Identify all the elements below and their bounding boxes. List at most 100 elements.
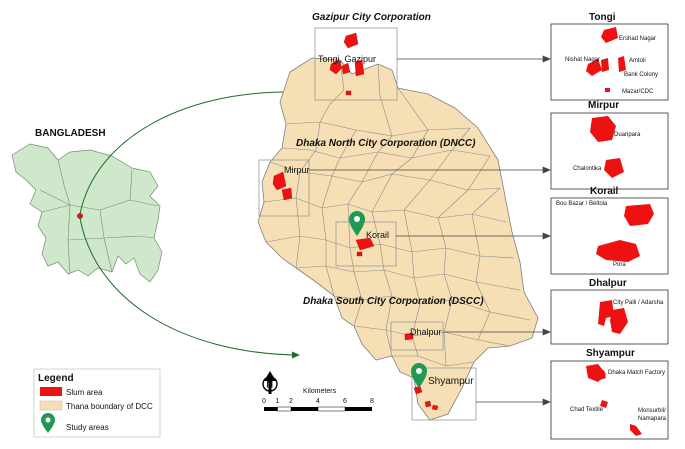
- inset-title-mirpur: Mirpur: [588, 100, 619, 111]
- study-area-pin-icon: [349, 211, 365, 236]
- leader-arrow-korail: [542, 232, 551, 240]
- inset-label: City Palli / Adarsha: [613, 300, 664, 306]
- slum-area: [431, 404, 439, 411]
- inset-label: Namapara: [638, 416, 667, 422]
- scale-tick: 4: [316, 398, 320, 405]
- scale-tick: 6: [343, 398, 347, 405]
- north-label: N: [267, 380, 274, 390]
- inset-label: Duaripara: [614, 132, 641, 138]
- slum-area: [424, 400, 432, 408]
- inset-label: Mazar/CDC: [622, 89, 654, 95]
- focus-box-dhalpur: [390, 321, 444, 351]
- slum-areas-main: [272, 32, 439, 411]
- scale-tick: 0: [262, 398, 266, 405]
- slum-area: [343, 32, 359, 49]
- scale-tick: 2: [289, 398, 293, 405]
- dhaka-city-outline: [257, 57, 539, 421]
- legend-title: Legend: [38, 373, 74, 384]
- slum-area: [600, 400, 608, 408]
- slum-area: [601, 27, 618, 43]
- inset-title-dhalpur: Dhalpur: [589, 278, 627, 289]
- legend-swatch-thana: [39, 400, 63, 411]
- slum-area: [604, 158, 624, 178]
- inset-dhalpur-slums: [598, 300, 628, 334]
- scale-tick: 8: [370, 398, 374, 405]
- dhaka-location-marker: [77, 213, 83, 219]
- place-label-shyampur: Shyampur: [428, 376, 474, 387]
- slum-area: [605, 88, 610, 92]
- inset-label: Amtoli: [629, 58, 646, 64]
- thana-boundaries: [263, 59, 531, 367]
- arrow-to-north: [79, 91, 289, 215]
- bangladesh-outline: [11, 143, 163, 283]
- leader-arrow-dhalpur: [542, 328, 551, 336]
- slum-area: [624, 204, 654, 226]
- slum-area: [610, 308, 628, 334]
- scale-segment: [277, 406, 292, 412]
- study-area-pin-icon: [41, 413, 55, 433]
- scale-segment: [345, 407, 372, 411]
- north-arrow-icon: [264, 371, 276, 381]
- slum-area: [272, 171, 287, 191]
- scale-bar: Kilometers 0 1 2 4 6 8: [262, 388, 374, 412]
- slum-area: [345, 90, 352, 96]
- study-area-pins: [349, 211, 427, 388]
- legend: Legend Slum area Thana boundary of DCC S…: [33, 368, 161, 438]
- gazipur-title: Gazipur City Corporation: [312, 12, 431, 23]
- slum-area: [404, 332, 414, 341]
- slum-area: [356, 251, 363, 257]
- scale-tick: 1: [276, 398, 280, 405]
- scale-title: Kilometers: [303, 388, 337, 395]
- leader-arrow-mirpur: [542, 166, 551, 174]
- dncc-title: Dhaka North City Corporation (DNCC): [296, 138, 476, 149]
- inset-tongi-slums: [586, 27, 626, 92]
- inset-label: Chalontika: [573, 166, 602, 172]
- inset-label: Monsurbil/: [638, 408, 666, 414]
- pin-dot: [416, 368, 422, 374]
- slum-area: [341, 62, 351, 75]
- inset-title-korail: Korail: [590, 186, 619, 197]
- inset-label: Ershad Nagar: [619, 36, 656, 42]
- pin-dot: [45, 417, 51, 423]
- north-arrow-stem: [268, 380, 272, 394]
- arrow-head-south: [292, 351, 300, 359]
- arrow-to-south: [79, 217, 295, 356]
- slum-area: [413, 385, 423, 395]
- bangladesh-division-lines: [39, 159, 159, 275]
- north-arrow: N: [262, 371, 278, 394]
- slum-area: [601, 58, 609, 72]
- legend-label-thana: Thana boundary of DCC: [66, 402, 153, 411]
- country-label: BANGLADESH: [35, 128, 106, 139]
- slum-area: [630, 424, 642, 436]
- study-area-pin-icon: [411, 363, 427, 388]
- slum-area: [281, 187, 293, 201]
- north-arrow-ring: [262, 376, 278, 392]
- legend-swatch-slum: [40, 387, 62, 396]
- scale-segment: [291, 407, 318, 411]
- scale-segment: [317, 406, 346, 412]
- inset-shyampur: [550, 360, 669, 440]
- slum-area: [596, 240, 640, 262]
- inset-label: Dhaka Match Factory: [608, 370, 665, 376]
- legend-label-study: Study areas: [66, 423, 109, 432]
- slum-area: [586, 59, 602, 76]
- inset-label: Nishat Nagar: [565, 57, 600, 63]
- pin-dot: [354, 216, 360, 222]
- place-label-tongi: Tongi, Gazipur: [318, 54, 376, 64]
- inset-mirpur-slums: [590, 116, 624, 178]
- inset-label: Pora: [613, 262, 626, 268]
- inset-label: Chad Textile: [570, 407, 604, 413]
- slum-area: [598, 370, 606, 380]
- focus-box-tongi: [314, 27, 398, 101]
- slum-area: [590, 116, 616, 142]
- focus-box-korail: [335, 221, 397, 267]
- inset-title-shyampur: Shyampur: [586, 348, 635, 359]
- scale-segment: [264, 407, 278, 411]
- bangladesh-overview-map: [11, 143, 163, 283]
- leader-arrow-shyampur: [542, 398, 551, 406]
- inset-label: Bank Colony: [624, 72, 658, 78]
- slum-area: [618, 56, 626, 72]
- place-label-dhalpur: Dhalpur: [410, 327, 442, 337]
- slum-area: [329, 59, 343, 75]
- inset-leader-lines: [309, 55, 551, 406]
